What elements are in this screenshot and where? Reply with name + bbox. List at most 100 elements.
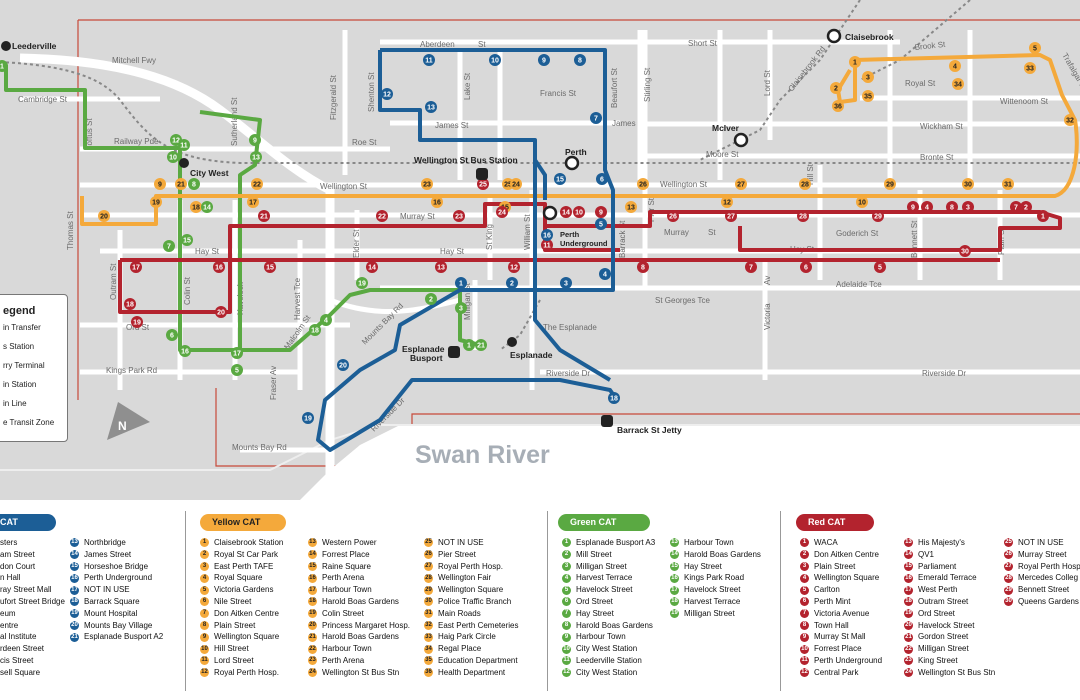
red-stop-11: 11: [541, 239, 553, 251]
green-stop-bullet: 12: [562, 668, 571, 678]
wellington-bus-station-label: Wellington St Bus Station: [414, 155, 518, 165]
green-stop-bullet: 19: [670, 609, 679, 619]
green-stop-10: 10: [167, 151, 179, 163]
red-stop-name: Parliament: [918, 561, 957, 571]
leederville-label: Leederville: [12, 41, 57, 51]
blue-stop-marker: [608, 392, 620, 404]
blue-stop-15: 15: [554, 173, 566, 185]
green-stop-marker: [163, 240, 175, 252]
blue-stop-8: 8: [574, 54, 586, 66]
red-stop-bullet: 21: [904, 632, 913, 642]
yellow-stop-bullet: 19: [308, 609, 317, 619]
red-stop-name: Ord Street: [918, 608, 955, 618]
red-stop-bullet: 11: [800, 656, 809, 666]
red-stop-bullet: 12: [800, 668, 809, 678]
yellow-stop-name: Pier Street: [438, 549, 476, 559]
green-stop-marker: [181, 234, 193, 246]
street-stirling-label: Stirling St: [643, 67, 652, 102]
green-stop-marker: [0, 60, 8, 72]
yellow-stop-3: 3: [862, 71, 874, 83]
blue-stop-list-item: sell Square: [0, 667, 41, 677]
yellow-stop-name: Raine Square: [322, 561, 371, 571]
red-stop-bullet: 16: [904, 573, 913, 583]
street-murray-e-label: Murray: [664, 228, 689, 237]
street-sutherland-label: Sutherland St: [230, 97, 239, 146]
red-stop-bullet: 26: [1004, 550, 1013, 560]
blue-stop-number: 5: [599, 222, 603, 229]
blue-stop-number: 3: [564, 281, 568, 288]
yellow-stop-number: 31: [1004, 182, 1012, 189]
blue-stop-name: Barrack Square: [84, 597, 140, 606]
red-stop-bullet: 30: [1004, 597, 1013, 607]
blue-stop-number: 19: [304, 416, 312, 423]
yellow-stop-number: 2: [834, 86, 838, 93]
green-stop-marker: [201, 201, 213, 213]
yellow-stop-4: 4: [949, 60, 961, 72]
blue-stop-number: 16: [543, 233, 551, 240]
red-stop-2: 2: [1020, 201, 1032, 213]
green-stop-bullet: 9: [562, 632, 571, 642]
blue-stop-marker: [337, 359, 349, 371]
yellow-stop-name: Haig Park Circle: [438, 632, 496, 642]
red-stop-number: 1: [1041, 214, 1045, 221]
street-murray-w-label: Murray St: [400, 212, 435, 221]
yellow-stop-31: 31: [1002, 178, 1014, 190]
red-stop-bullet: 23: [904, 656, 913, 666]
red-stop-bullet: 27: [1004, 561, 1013, 571]
red-stop-6: 6: [800, 261, 812, 273]
green-stop-marker: [188, 178, 200, 190]
green-stop-marker: [356, 277, 368, 289]
blue-cat-header: CAT: [0, 514, 56, 531]
yellow-stop-marker: [952, 78, 964, 90]
red-stop-number: 17: [132, 265, 140, 272]
green-stop-name: Mill Street: [576, 549, 612, 559]
swan-river-label: Swan River: [415, 441, 550, 469]
yellow-stop-bullet: 18: [308, 597, 317, 607]
yellow-stop-name: Perth Arena: [322, 573, 365, 583]
green-stop-bullet: 1: [562, 538, 571, 548]
yellow-stop-number: 35: [864, 94, 872, 101]
green-stop-marker: [320, 314, 332, 326]
yellow-stop-bullet: 5: [200, 585, 209, 595]
blue-stop-marker: [574, 54, 586, 66]
street-lord-label: Lord St: [763, 69, 772, 96]
green-stop-number: 10: [169, 155, 177, 162]
yellow-stop-bullet: 23: [308, 656, 317, 666]
red-stop-number: 10: [575, 210, 583, 217]
yellow-stop-bullet: 1: [200, 538, 209, 548]
yellow-stop-33: 33: [1024, 62, 1036, 74]
red-stop-marker: [800, 261, 812, 273]
yellow-stop-bullet: 13: [308, 538, 317, 548]
green-stop-number: 4: [324, 318, 328, 325]
street-aberdeen-st-label: St: [478, 40, 486, 49]
red-stop-number: 25: [479, 182, 487, 189]
blue-stop-number: 12: [383, 92, 391, 99]
yellow-stop-number: 4: [953, 64, 957, 71]
red-stop-marker: [595, 206, 607, 218]
green-stop-5: 5: [231, 364, 243, 376]
yellow-stop-name: Education Department: [438, 656, 518, 665]
green-stop-3: 3: [455, 302, 467, 314]
green-stop-name: Ord Street: [576, 597, 613, 606]
red-stop-marker: [258, 210, 270, 222]
yellow-stop-24: 24: [510, 178, 522, 190]
yellow-stop-name: Royal Perth Hosp.: [214, 667, 279, 677]
red-stop-name: King Street: [918, 656, 958, 665]
blue-stop-20: 20: [337, 359, 349, 371]
yellow-stop-bullet: 20: [308, 620, 317, 630]
separator: [185, 511, 186, 691]
north-arrow-icon: [107, 402, 150, 440]
yellow-stop-bullet: 2: [200, 550, 209, 560]
yellow-stop-bullet: 3: [200, 561, 209, 571]
blue-stop-4: 4: [599, 268, 611, 280]
